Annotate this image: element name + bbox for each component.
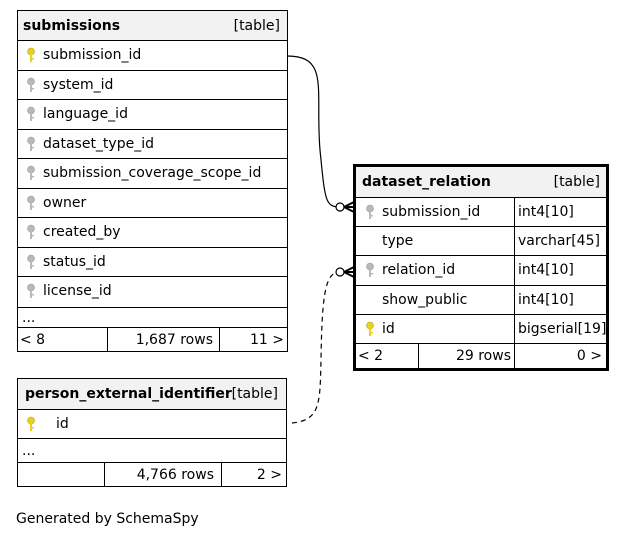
ellipsis: ...: [22, 442, 36, 459]
foreign-key-icon: [26, 218, 36, 247]
column-row: owner: [18, 187, 287, 218]
foreign-key-icon: [26, 100, 36, 129]
connector-crowfoot: [343, 266, 355, 278]
row-count: 4,766 rows: [136, 467, 214, 483]
foreign-key-icon: [26, 71, 36, 100]
table-title: dataset_relation: [362, 174, 491, 190]
ellipsis: ...: [22, 309, 36, 326]
column-row: relation_id int4[10]: [356, 255, 606, 285]
primary-key-icon: [26, 410, 36, 438]
foreign-key-icon: [26, 189, 36, 218]
children-link[interactable]: 2 >: [256, 467, 282, 483]
column-type: varchar[45]: [518, 233, 600, 250]
foreign-key-icon: [365, 198, 375, 226]
column-type: bigserial[19]: [518, 320, 607, 337]
table-footer: < 2 29 rows 0 >: [356, 343, 606, 368]
children-link[interactable]: 0 >: [576, 348, 602, 364]
column-row: language_id: [18, 99, 287, 129]
column-row: id: [18, 409, 286, 438]
table-title: person_external_identifier: [25, 386, 232, 402]
table-header: person_external_identifier [table]: [18, 379, 286, 409]
row-count: 1,687 rows: [135, 332, 213, 348]
ellipsis-row: ...: [18, 307, 287, 327]
column-row: status_id: [18, 246, 287, 277]
column-type: int4[10]: [518, 204, 574, 221]
column-name: language_id: [43, 106, 128, 123]
table-header: submissions [table]: [18, 11, 287, 41]
column-name: system_id: [43, 76, 114, 93]
column-type: int4[10]: [518, 291, 574, 308]
row-count: 29 rows: [455, 348, 511, 364]
column-row: dataset_type_id: [18, 128, 287, 159]
foreign-key-icon: [365, 256, 375, 284]
table-kind: [table]: [553, 174, 600, 190]
table-footer: < 8 1,687 rows 11 >: [18, 327, 287, 352]
column-row: license_id: [18, 276, 287, 306]
foreign-key-icon: [26, 159, 36, 188]
column-row: system_id: [18, 69, 287, 100]
column-row: type varchar[45]: [356, 226, 606, 256]
connector-submission-id: [286, 55, 341, 208]
table-kind: [table]: [231, 386, 278, 402]
foreign-key-icon: [26, 277, 36, 306]
parents-link[interactable]: < 2: [358, 348, 384, 364]
column-name: submission_id: [382, 204, 481, 221]
children-link[interactable]: 11 >: [250, 332, 284, 348]
generated-by-text: Generated by SchemaSpy: [16, 511, 199, 527]
column-name: owner: [43, 194, 87, 211]
column-row: created_by: [18, 217, 287, 247]
parents-link[interactable]: < 8: [20, 332, 46, 348]
column-name: relation_id: [382, 262, 456, 279]
column-name: show_public: [382, 291, 468, 308]
column-name: status_id: [43, 253, 106, 270]
table-kind: [table]: [233, 18, 280, 34]
column-row: id bigserial[19]: [356, 313, 607, 343]
primary-key-icon: [365, 315, 375, 343]
table-header: dataset_relation [table]: [356, 167, 606, 197]
connector-end-circle: [335, 267, 345, 277]
connector-relation-id: [291, 271, 341, 424]
column-name: submission_id: [43, 47, 142, 64]
table-title: submissions: [23, 18, 121, 34]
column-name: type: [382, 233, 414, 250]
column-name: created_by: [43, 224, 121, 241]
connector-crowfoot: [343, 201, 355, 213]
column-row: show_public int4[10]: [356, 284, 606, 314]
foreign-key-icon: [26, 248, 36, 277]
connector-end-circle: [335, 202, 345, 212]
column-type: int4[10]: [518, 262, 574, 279]
primary-key-icon: [26, 41, 36, 70]
ellipsis-row: ...: [18, 438, 286, 462]
column-name: id: [382, 320, 395, 337]
column-name: license_id: [43, 283, 112, 300]
table-footer: 4,766 rows 2 >: [18, 462, 286, 487]
column-row: submission_id int4[10]: [356, 197, 606, 227]
foreign-key-icon: [26, 130, 36, 159]
column-name: id: [56, 416, 69, 432]
column-row: submission_coverage_scope_id: [18, 158, 287, 188]
column-row: submission_id: [18, 40, 287, 70]
column-name: submission_coverage_scope_id: [43, 165, 262, 182]
person-external-identifier-table[interactable]: person_external_identifier [table] id ..…: [17, 378, 287, 487]
column-name: dataset_type_id: [43, 135, 154, 152]
submissions-table[interactable]: submissions [table] submission_id system_…: [17, 10, 288, 352]
